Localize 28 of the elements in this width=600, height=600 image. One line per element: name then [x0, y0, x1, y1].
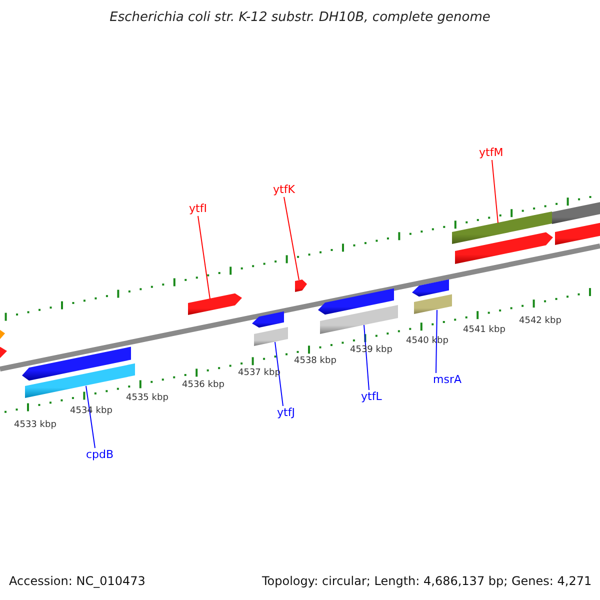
- leader-line: [284, 196, 300, 280]
- leader-line: [198, 216, 210, 300]
- gene-label: ytfI: [189, 203, 207, 214]
- scale-label: 4536 kbp: [182, 381, 224, 390]
- leader-line: [364, 324, 370, 390]
- gene-bar: [188, 293, 242, 315]
- gene-bar: [254, 327, 288, 346]
- gene-bar: [320, 305, 398, 334]
- gene-bar: [295, 280, 307, 292]
- gene-label: ytfM: [479, 147, 504, 158]
- accession-text: Accession: NC_010473: [9, 575, 146, 587]
- gene-label: ytfK: [273, 184, 295, 195]
- leader-line: [274, 342, 284, 406]
- gene-label: ytfJ: [277, 407, 295, 418]
- genome-summary-text: Topology: circular; Length: 4,686,137 bp; Genes: 4,271: [262, 575, 592, 587]
- gene-label: msrA: [433, 374, 462, 385]
- gene-bar: [414, 294, 452, 314]
- scale-label: 4535 kbp: [126, 394, 168, 403]
- title: Escherichia coli str. K-12 substr. DH10B, complete genome: [108, 11, 492, 24]
- leader-line: [436, 310, 438, 374]
- scale-label: 4542 kbp: [519, 317, 562, 326]
- leader-line: [86, 386, 96, 448]
- gene-label: ytfL: [361, 391, 382, 402]
- gene-label: cpdB: [86, 449, 114, 460]
- scale-label: 4533 kbp: [14, 421, 56, 430]
- scale-label: 4538 kbp: [294, 357, 336, 366]
- leader-line: [492, 160, 498, 224]
- gene-bar: [452, 212, 552, 244]
